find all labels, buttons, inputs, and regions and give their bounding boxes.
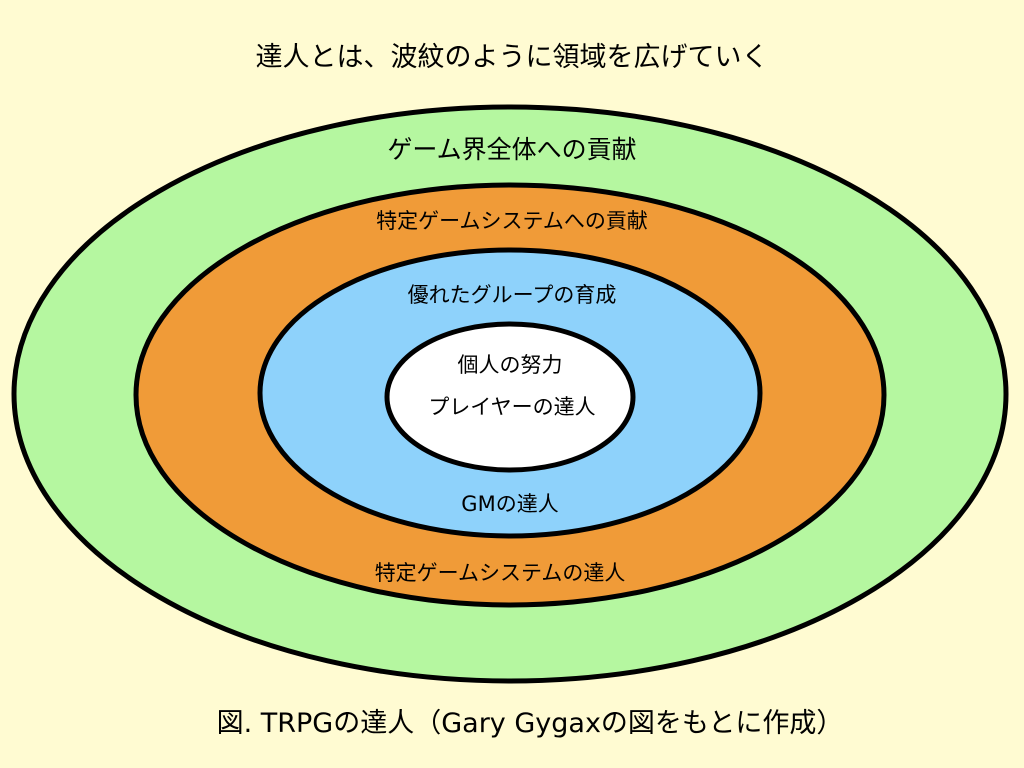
diagram-title: 達人とは、波紋のように領域を広げていく [256,42,769,73]
ring-core [384,321,636,473]
second-bottom-label: 特定ゲームシステムの達人 [375,561,626,585]
third-bottom-label: GMの達人 [461,492,558,516]
core-top-label: 個人の努力 [458,353,563,377]
figure-caption: 図. TRPGの達人（Gary Gygaxの図をもとに作成） [217,708,844,739]
third-top-label: 優れたグループの育成 [408,283,617,307]
second-top-label: 特定ゲームシステムへの貢献 [376,209,648,233]
outer-top-label: ゲーム界全体への貢献 [387,135,636,164]
core-bottom-label: プレイヤーの達人 [428,395,595,419]
